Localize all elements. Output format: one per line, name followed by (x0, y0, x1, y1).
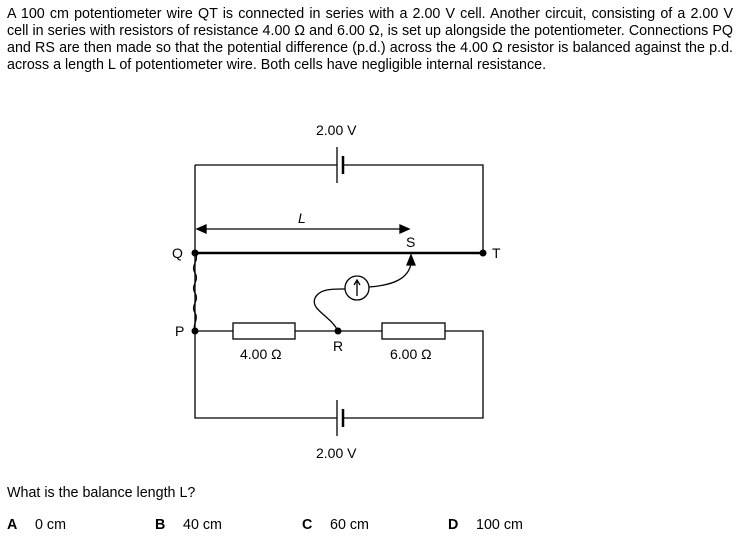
option-text: 100 cm (476, 517, 523, 533)
length-label: L (298, 210, 306, 226)
node-q (191, 249, 199, 257)
label-s: S (406, 234, 415, 250)
option-text: 60 cm (330, 517, 369, 533)
label-r2: 6.00 Ω (390, 346, 432, 362)
option-letter: C (302, 517, 313, 533)
option-d[interactable]: D 100 cm (448, 517, 523, 533)
arrowheads (195, 223, 411, 235)
wires (194, 164, 484, 419)
bottom-cell-label: 2.00 V (316, 445, 357, 461)
option-text: 0 cm (35, 517, 66, 533)
label-p: P (175, 323, 184, 339)
lead-galvanometer-s (368, 263, 412, 288)
label-r1: 4.00 Ω (240, 346, 282, 362)
node-p (191, 327, 199, 335)
galvanometer-needle (353, 278, 361, 296)
question-stem: A 100 cm potentiometer wire QT is connec… (7, 6, 733, 73)
option-b[interactable]: B 40 cm (155, 517, 222, 533)
resistor-6ohm (381, 322, 446, 340)
node-r (334, 327, 342, 335)
option-c[interactable]: C 60 cm (302, 517, 369, 533)
question-prompt: What is the balance length L? (7, 485, 196, 501)
option-letter: A (7, 517, 18, 533)
top-cell-label: 2.00 V (316, 122, 357, 138)
jockey-arrow-icon (406, 253, 416, 266)
option-letter: B (155, 517, 166, 533)
node-t (479, 249, 487, 257)
resistor-4ohm (232, 322, 296, 340)
option-letter: D (448, 517, 459, 533)
option-a[interactable]: A 0 cm (7, 517, 66, 533)
label-t: T (492, 245, 501, 261)
label-q: Q (172, 245, 183, 261)
lead-r-galvanometer (313, 288, 346, 332)
option-text: 40 cm (183, 517, 222, 533)
galvanometer-icon (344, 275, 370, 301)
label-r: R (333, 338, 343, 354)
flying-lead-pq (192, 252, 198, 332)
